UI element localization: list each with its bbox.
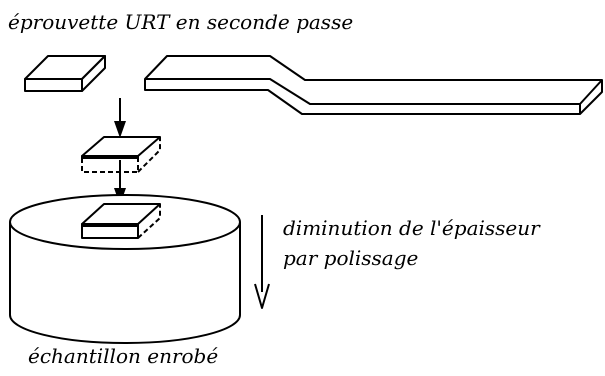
sample-caption: échantillon enrobé (28, 344, 219, 368)
down-arrow-1 (114, 98, 126, 138)
diagram-title: éprouvette URT en seconde passe (8, 10, 354, 34)
thinning-label-line2: par polissage (283, 246, 419, 270)
specimen-piece (24, 55, 106, 92)
thinning-label-line1: diminution de l'épaisseur (283, 216, 540, 240)
piece-before-polish (81, 136, 161, 173)
embedded-piece (81, 203, 161, 239)
urt-strip (144, 55, 603, 115)
thinning-arrow (254, 215, 270, 309)
